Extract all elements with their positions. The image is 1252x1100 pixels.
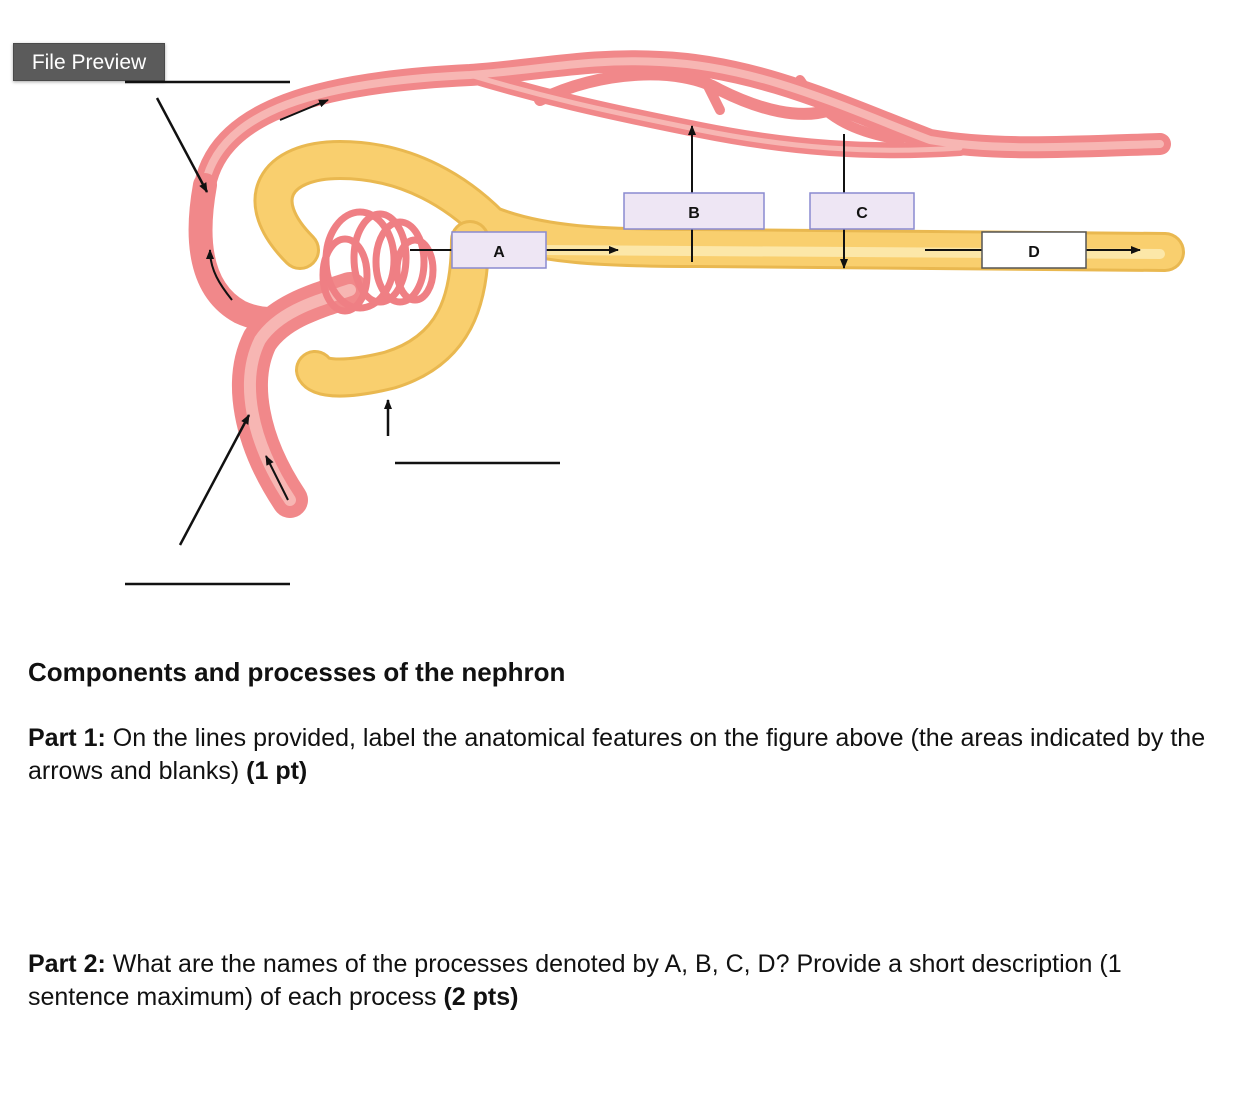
glomerulus xyxy=(319,208,437,315)
part2-question: Part 2: What are the names of the proces… xyxy=(28,948,1208,1014)
part2-text: What are the names of the processes deno… xyxy=(28,950,1122,1011)
pointer-arrow-top xyxy=(155,97,209,193)
part2-label: Part 2: xyxy=(28,950,106,978)
peritubular-capillaries xyxy=(194,50,1171,196)
label-box-c: C xyxy=(809,192,915,230)
part1-text: On the lines provided, label the anatomi… xyxy=(28,724,1206,785)
tubule xyxy=(253,139,1185,398)
file-preview-badge[interactable]: File Preview xyxy=(13,43,165,81)
label-box-a: A xyxy=(451,231,547,269)
part1-points: (1 pt) xyxy=(246,757,308,785)
pointer-arrow-bottom xyxy=(178,414,251,546)
flow-arrows xyxy=(206,99,329,501)
pointer-arrows xyxy=(155,97,392,546)
part1-question: Part 1: On the lines provided, label the… xyxy=(28,722,1208,788)
part1-label: Part 1: xyxy=(28,724,106,752)
label-box-b: B xyxy=(623,192,765,230)
section-title: Components and processes of the nephron xyxy=(28,657,566,687)
part2-points: (2 pts) xyxy=(443,983,519,1011)
label-a: A xyxy=(493,244,505,261)
label-box-d: D xyxy=(981,231,1087,269)
nephron-diagram: A B C D xyxy=(125,50,1185,586)
label-d: D xyxy=(1028,244,1040,261)
arterioles xyxy=(188,173,368,518)
label-c: C xyxy=(856,205,868,222)
answer-lines xyxy=(125,80,560,586)
label-b: B xyxy=(688,205,700,222)
